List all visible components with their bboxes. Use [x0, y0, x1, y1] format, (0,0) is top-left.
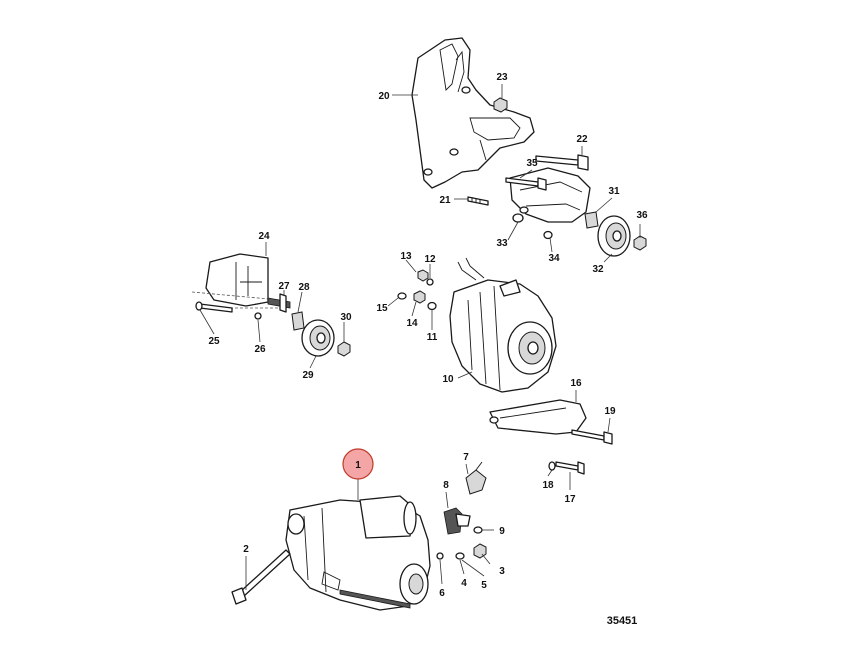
part-23-nut	[493, 97, 508, 113]
callout-2[interactable]: 2	[243, 544, 249, 555]
callout-13[interactable]: 13	[400, 251, 412, 262]
callout-23[interactable]: 23	[496, 72, 508, 83]
callout-9[interactable]: 9	[499, 526, 505, 537]
part-33-washer	[512, 213, 524, 223]
callout-32[interactable]: 32	[592, 264, 604, 275]
callout-27[interactable]: 27	[278, 281, 290, 292]
callout-19[interactable]: 19	[604, 406, 616, 417]
lower-pivot-bracket	[509, 167, 591, 223]
callout-15[interactable]: 15	[376, 303, 388, 314]
part-30-nut	[337, 341, 351, 357]
callout-20[interactable]: 20	[378, 91, 390, 102]
callout-5[interactable]: 5	[481, 580, 487, 591]
callout-11[interactable]: 11	[427, 332, 438, 343]
callout-4[interactable]: 4	[461, 578, 467, 589]
callout-35[interactable]: 35	[526, 158, 538, 169]
part-29-pulley	[301, 319, 335, 357]
callout-17[interactable]: 17	[564, 494, 576, 505]
part-10-alternator	[449, 257, 557, 393]
callout-29[interactable]: 29	[302, 370, 314, 381]
part-22-bolt	[535, 154, 589, 171]
highlighted-callout-circle	[342, 448, 374, 480]
figure-number: 35451	[607, 615, 638, 627]
callout-14[interactable]: 14	[406, 318, 418, 329]
part-19-bolt	[571, 429, 613, 445]
callout-28[interactable]: 28	[298, 282, 310, 293]
part-34-washer	[543, 230, 553, 240]
starter-small-hardware	[436, 526, 487, 560]
callout-33[interactable]: 33	[496, 238, 508, 249]
part-21-stud	[467, 196, 489, 206]
callout-30[interactable]: 30	[340, 312, 352, 323]
part-16-adjusting-bracket	[489, 399, 587, 435]
callout-22[interactable]: 22	[576, 134, 588, 145]
callout-12[interactable]: 12	[424, 254, 436, 265]
part-27-bolt	[267, 293, 291, 313]
part-17-bolt	[555, 461, 585, 475]
part-35-bolt	[505, 177, 547, 191]
part-28-spacer	[291, 311, 305, 331]
part-18-washer	[548, 461, 556, 471]
callout-24[interactable]: 24	[258, 231, 270, 242]
callout-31[interactable]: 31	[608, 186, 620, 197]
part-26-washer	[254, 312, 262, 320]
callout-7[interactable]: 7	[463, 452, 469, 463]
callout-3[interactable]: 3	[499, 566, 505, 577]
callout-25[interactable]: 25	[208, 336, 220, 347]
callout-26[interactable]: 26	[254, 344, 266, 355]
callout-8[interactable]: 8	[443, 480, 449, 491]
part-2-bolt	[231, 549, 291, 605]
part-1-starter-motor	[285, 495, 431, 611]
callout-36[interactable]: 36	[636, 210, 648, 221]
part-25-bolt	[195, 301, 233, 313]
callout-6[interactable]: 6	[439, 588, 445, 599]
callout-34[interactable]: 34	[548, 253, 560, 264]
callout-18[interactable]: 18	[542, 480, 554, 491]
callout-21[interactable]: 21	[439, 195, 451, 206]
part-36-nut	[633, 235, 647, 251]
part-32-pulley	[597, 215, 631, 257]
part-31-spacer	[584, 211, 599, 229]
alternator-small-hardware	[397, 269, 437, 311]
callout-16[interactable]: 16	[570, 378, 582, 389]
callout-1[interactable]: 1	[355, 460, 361, 471]
part-7-terminal-boot	[465, 461, 487, 495]
left-mounting-bracket	[191, 253, 281, 309]
alternator-mounting-bracket	[411, 37, 535, 189]
part-8-solenoid-bracket	[443, 507, 471, 535]
callout-10[interactable]: 10	[442, 374, 454, 385]
